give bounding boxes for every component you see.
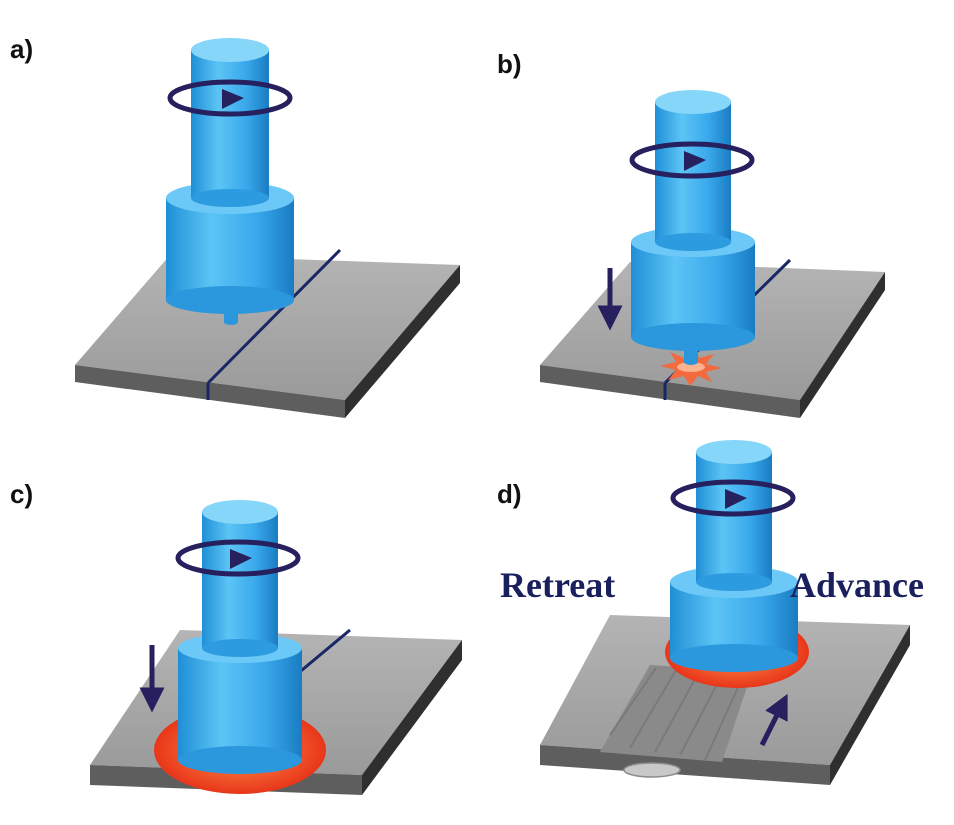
exit-hole-d <box>623 762 681 778</box>
retreat-label: Retreat <box>500 565 615 605</box>
rotation-arrow-b <box>629 141 755 179</box>
panel-a: a) <box>10 34 460 418</box>
rotation-arrow-d <box>670 479 796 517</box>
panel-label-d: d) <box>497 479 522 509</box>
plate-d <box>540 615 910 785</box>
tool-b <box>629 90 755 365</box>
rotation-arrow-c <box>175 539 301 577</box>
advance-label: Advance <box>790 565 924 605</box>
travel-arrow-d <box>759 693 788 747</box>
tool-c <box>175 500 302 774</box>
panel-label-b: b) <box>497 49 522 79</box>
panel-label-a: a) <box>10 34 33 64</box>
spark-effect-b <box>660 350 722 386</box>
tool-a <box>166 38 294 325</box>
rotation-arrow-a <box>167 79 293 117</box>
panel-b: b) <box>497 49 885 418</box>
panel-d: d) Retreat Advance <box>497 440 924 785</box>
panel-label-c: c) <box>10 479 33 509</box>
panel-c: c) <box>10 479 462 795</box>
seam-line-a <box>206 248 342 385</box>
tool-d <box>670 440 798 672</box>
